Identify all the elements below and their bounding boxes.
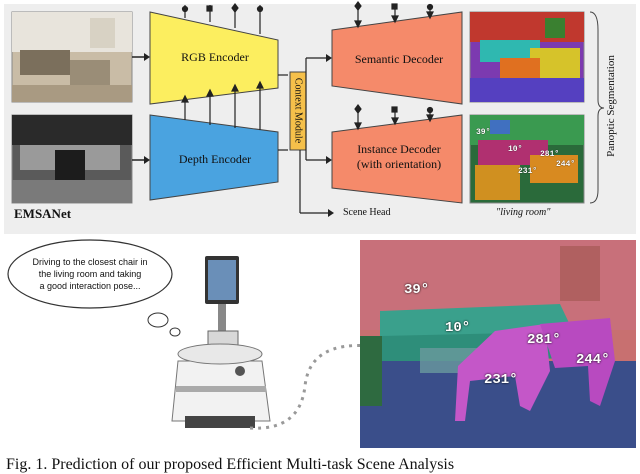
- angle-281: 281°: [527, 332, 561, 348]
- scene-head-label: Scene Head: [343, 207, 391, 218]
- robot-scene-illustration: [7, 239, 636, 448]
- small-angle-39: 39°: [476, 128, 491, 137]
- figure-caption: Fig. 1. Prediction of our proposed Effic…: [6, 456, 455, 473]
- semantic-output-image: [469, 11, 585, 103]
- small-angle-10: 10°: [508, 145, 523, 154]
- instance-output-image: [469, 114, 585, 204]
- semantic-decoder-block: [331, 11, 463, 105]
- angle-231: 231°: [484, 372, 518, 388]
- rgb-encoder-block: [149, 11, 279, 105]
- robot: [171, 256, 271, 428]
- angle-10: 10°: [445, 320, 471, 336]
- robot-path: [249, 344, 371, 430]
- living-room-image: [360, 240, 636, 448]
- thought-line-2: the living room and taking: [38, 269, 142, 279]
- instance-decoder-block: [331, 114, 463, 204]
- context-module-label: Context Module: [292, 77, 304, 144]
- scene-result-label: "living room": [496, 207, 551, 218]
- rgb-encoder-label: RGB Encoder: [181, 50, 249, 64]
- panoptic-bracket: [589, 11, 605, 204]
- instance-decoder-label-1: Instance Decoder: [357, 142, 441, 156]
- small-angle-231: 231°: [518, 167, 538, 176]
- small-angle-281: 281°: [540, 150, 560, 159]
- panoptic-label: Panoptic Segmentation: [605, 55, 617, 157]
- network-name: EMSANet: [14, 206, 72, 221]
- instance-decoder-label-2: (with orientation): [356, 157, 442, 171]
- angle-244: 244°: [576, 352, 610, 368]
- semantic-decoder-label: Semantic Decoder: [354, 52, 444, 66]
- thought-bubble: [7, 239, 173, 309]
- angle-39: 39°: [404, 282, 430, 298]
- depth-encoder-label: Depth Encoder: [178, 152, 252, 166]
- thought-line-3: a good interaction pose...: [39, 281, 141, 291]
- rgb-input-image: [11, 11, 133, 103]
- depth-input-image: [11, 114, 133, 204]
- small-angle-244: 244°: [556, 160, 576, 169]
- thought-dot-small: [169, 327, 181, 337]
- thought-dot-large: [147, 312, 169, 328]
- thought-line-1: Driving to the closest chair in: [32, 257, 148, 267]
- architecture-diagram: [11, 0, 605, 217]
